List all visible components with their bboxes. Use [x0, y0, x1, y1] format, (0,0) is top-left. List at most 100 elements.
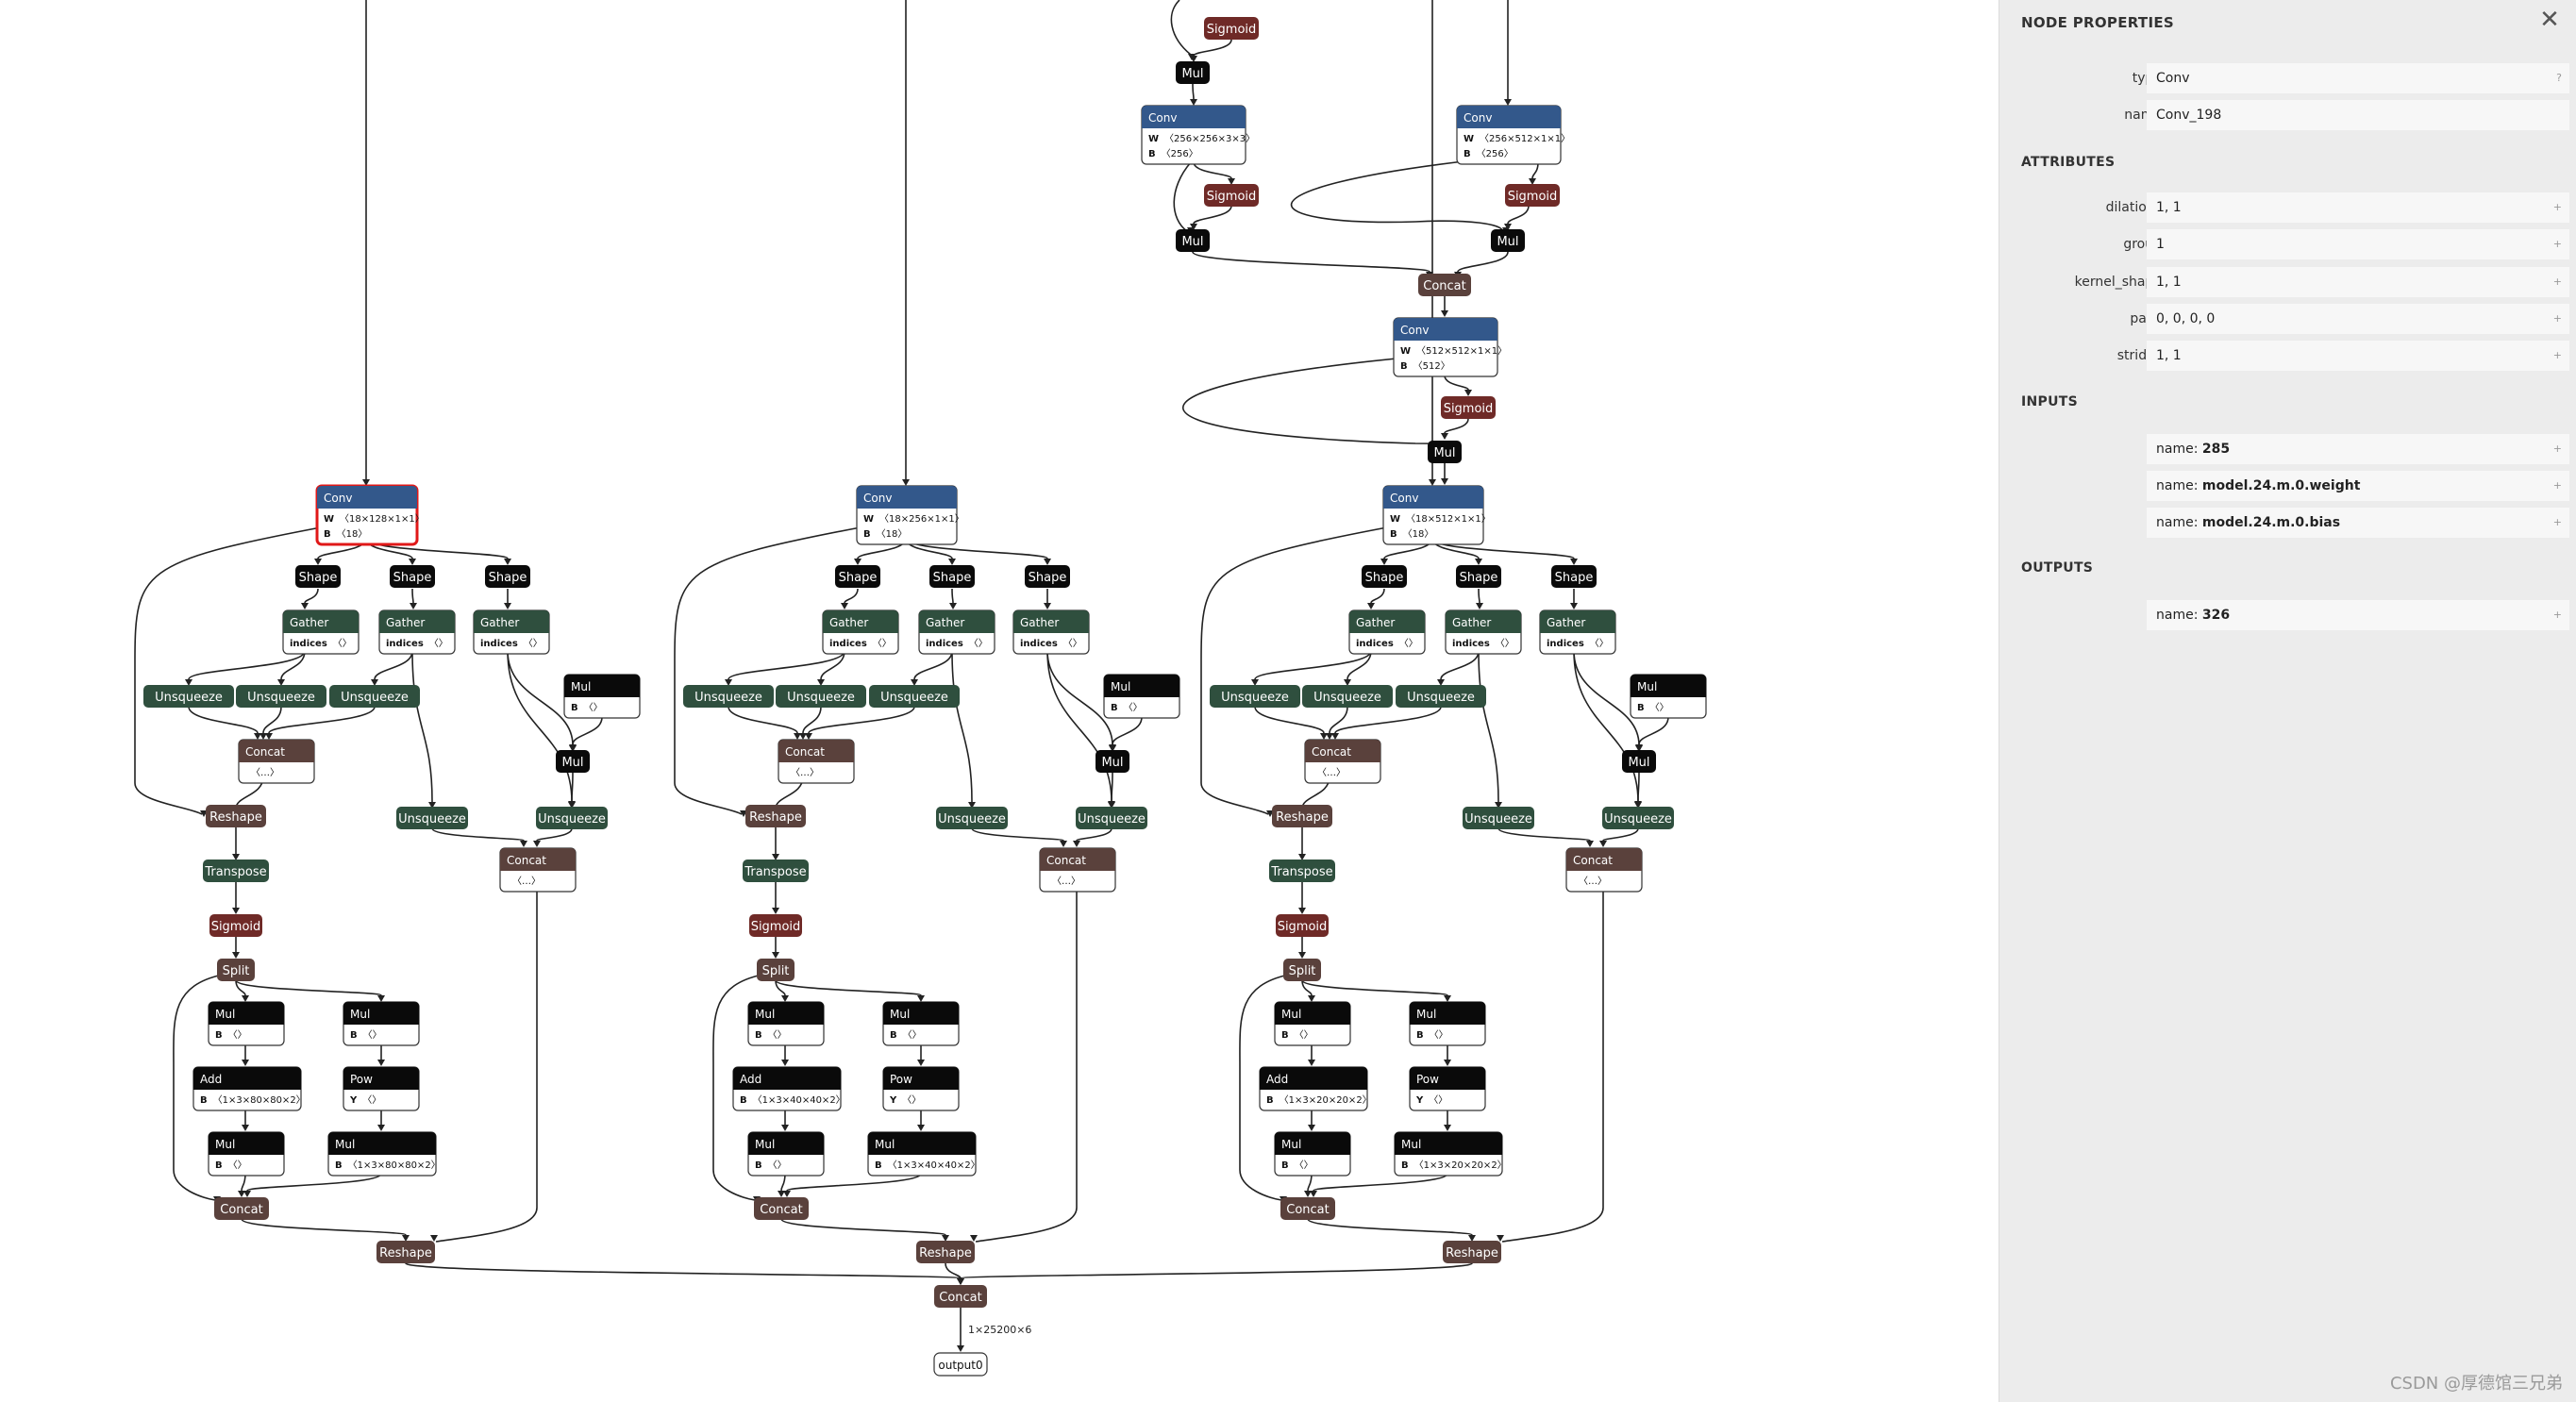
transpose-node[interactable]: Transpose: [1269, 860, 1335, 882]
reshape-node[interactable]: Reshape: [206, 805, 266, 827]
sigmoid-node[interactable]: Sigmoid: [1204, 17, 1259, 40]
shape-node[interactable]: Shape: [1362, 565, 1407, 588]
unsqueeze-node[interactable]: Unsqueeze: [936, 807, 1008, 829]
concat-node[interactable]: Concat: [1418, 274, 1471, 296]
unsqueeze-node[interactable]: Unsqueeze: [1396, 685, 1486, 708]
concat-node[interactable]: Concat〈…〉: [499, 847, 577, 893]
expand-icon[interactable]: +: [2552, 349, 2562, 361]
mul-node[interactable]: Mul: [1428, 441, 1462, 463]
shape-node[interactable]: Shape: [390, 565, 435, 588]
expand-icon[interactable]: +: [2552, 201, 2562, 213]
transpose-node[interactable]: Transpose: [743, 860, 809, 882]
unsqueeze-node[interactable]: Unsqueeze: [683, 685, 774, 708]
mul-node[interactable]: Mul: [1491, 229, 1525, 252]
sigmoid-node[interactable]: Sigmoid: [1204, 184, 1259, 207]
property-value[interactable]: 1, 1+: [2147, 341, 2569, 371]
property-value[interactable]: 1, 1+: [2147, 192, 2569, 223]
unsqueeze-node[interactable]: Unsqueeze: [536, 807, 608, 829]
expand-icon[interactable]: +: [2552, 238, 2562, 250]
output-node[interactable]: output0: [933, 1352, 988, 1377]
shape-node[interactable]: Shape: [835, 565, 880, 588]
expand-icon[interactable]: +: [2552, 479, 2562, 492]
unsqueeze-node[interactable]: Unsqueeze: [396, 807, 468, 829]
sigmoid-node[interactable]: Sigmoid: [749, 914, 802, 937]
reshape-node[interactable]: Reshape: [1443, 1241, 1501, 1263]
unsqueeze-node[interactable]: Unsqueeze: [143, 685, 234, 708]
split-node[interactable]: Split: [757, 959, 795, 981]
close-icon[interactable]: ✕: [2539, 6, 2560, 34]
sigmoid-node[interactable]: Sigmoid: [1441, 396, 1496, 419]
expand-icon[interactable]: +: [2552, 609, 2562, 621]
unsqueeze-node[interactable]: Unsqueeze: [1302, 685, 1393, 708]
shape-node[interactable]: Shape: [929, 565, 975, 588]
unsqueeze-node[interactable]: Unsqueeze: [1463, 807, 1534, 829]
unsqueeze-node[interactable]: Unsqueeze: [1210, 685, 1300, 708]
property-value[interactable]: name: model.24.m.0.weight+: [2147, 471, 2569, 501]
concat-node[interactable]: Concat: [1280, 1197, 1335, 1220]
concat-node[interactable]: Concat: [214, 1197, 269, 1220]
expand-icon[interactable]: +: [2552, 312, 2562, 325]
concat-node[interactable]: Concat: [754, 1197, 809, 1220]
expand-icon[interactable]: +: [2552, 516, 2562, 528]
unsqueeze-node[interactable]: Unsqueeze: [869, 685, 960, 708]
mul-node[interactable]: Mul: [1176, 229, 1210, 252]
unsqueeze-node[interactable]: Unsqueeze: [1602, 807, 1674, 829]
property-value[interactable]: 0, 0, 0, 0+: [2147, 304, 2569, 334]
expand-icon[interactable]: +: [2552, 442, 2562, 455]
property-value[interactable]: name: 326+: [2147, 600, 2569, 630]
split-node[interactable]: Split: [217, 959, 255, 981]
unsqueeze-node[interactable]: Unsqueeze: [776, 685, 866, 708]
reshape-node[interactable]: Reshape: [1272, 805, 1332, 827]
shape-node[interactable]: Shape: [1456, 565, 1501, 588]
mul-node[interactable]: Mul: [556, 750, 590, 773]
mul-node[interactable]: Mul: [1096, 750, 1129, 773]
shape-node[interactable]: Shape: [295, 565, 341, 588]
sigmoid-node[interactable]: Sigmoid: [1505, 184, 1560, 207]
property-value[interactable]: name: 285+: [2147, 434, 2569, 464]
property-value[interactable]: Conv?: [2147, 63, 2569, 93]
shape-node[interactable]: Shape: [485, 565, 530, 588]
unsqueeze-node[interactable]: Unsqueeze: [329, 685, 420, 708]
sigmoid-node[interactable]: Sigmoid: [1276, 914, 1329, 937]
property-value[interactable]: 1+: [2147, 229, 2569, 259]
unsqueeze-node[interactable]: Unsqueeze: [236, 685, 326, 708]
mul-node[interactable]: Mul: [1622, 750, 1656, 773]
reshape-node[interactable]: Reshape: [745, 805, 806, 827]
concat-node[interactable]: Concat〈…〉: [1565, 847, 1643, 893]
shape-node[interactable]: Shape: [1025, 565, 1070, 588]
sigmoid-node[interactable]: Sigmoid: [209, 914, 262, 937]
split-node[interactable]: Split: [1283, 959, 1321, 981]
unsqueeze-node[interactable]: Unsqueeze: [1076, 807, 1147, 829]
transpose-node[interactable]: Transpose: [203, 860, 269, 882]
